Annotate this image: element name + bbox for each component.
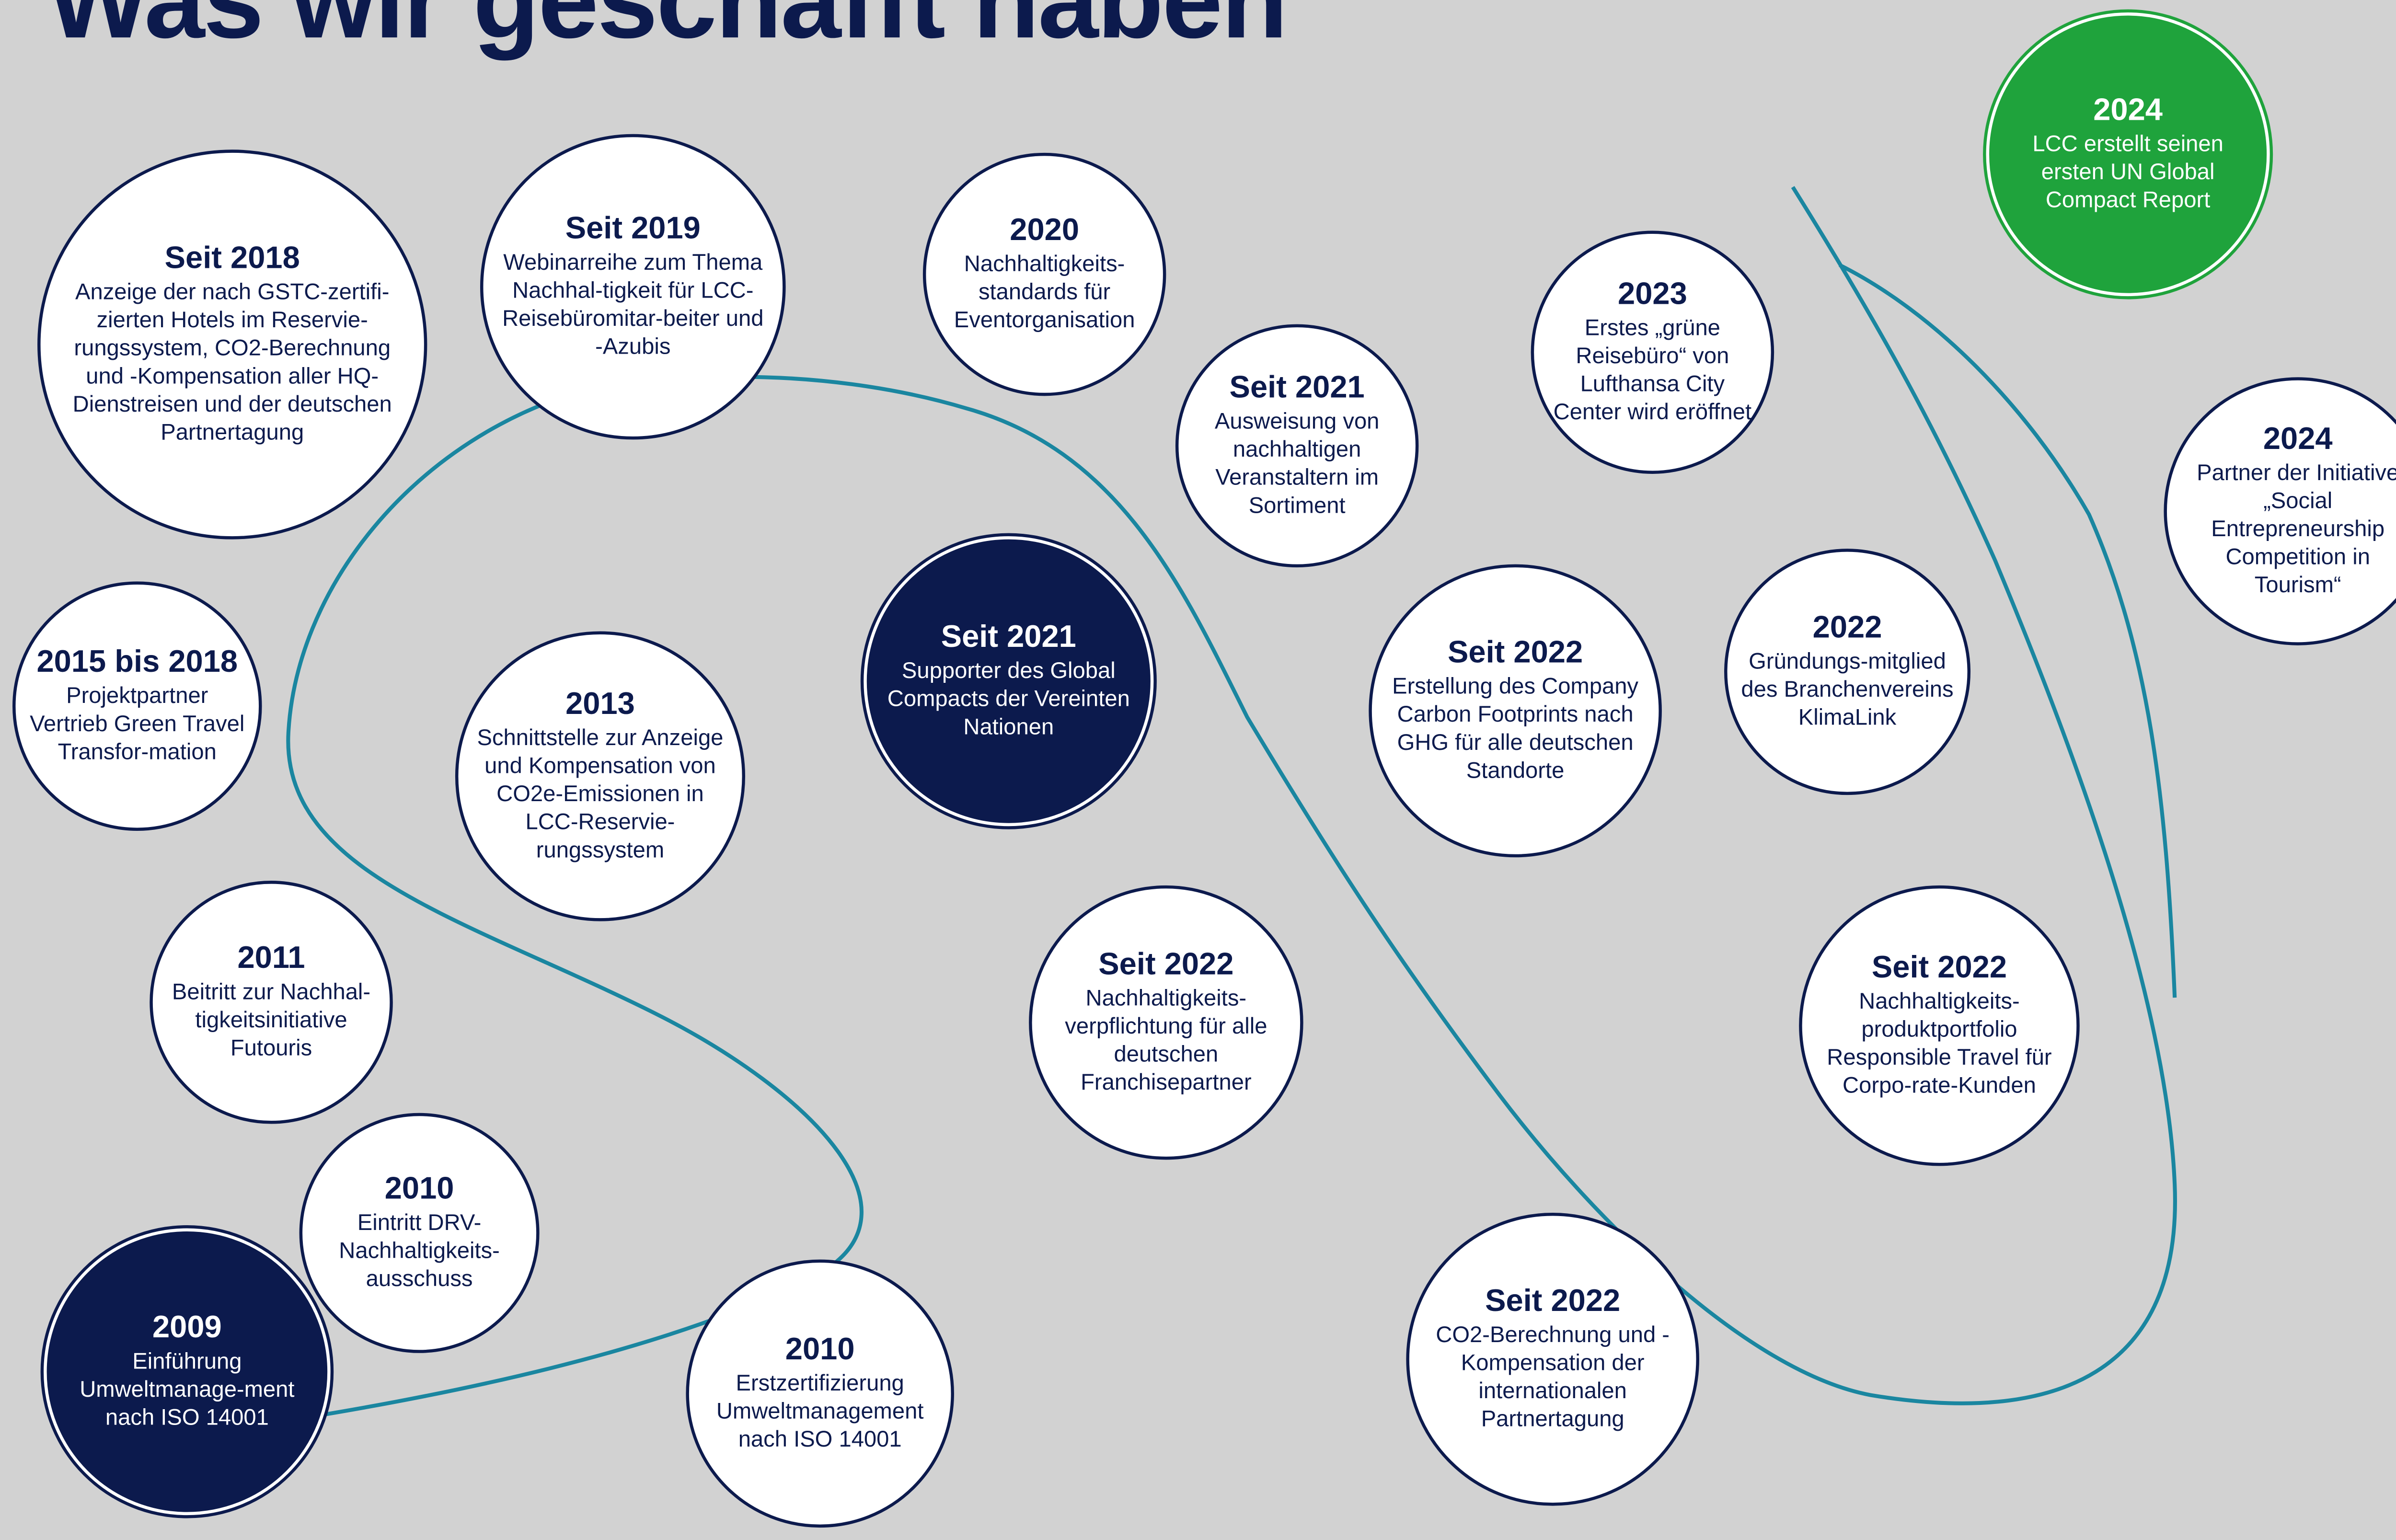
milestone-text: Supporter des Global Compacts der Verein… [887, 658, 1130, 740]
leaf-shape [1981, 735, 2103, 848]
milestone-year: Seit 2021 [1229, 370, 1365, 405]
milestone-year: 2024 [2263, 421, 2333, 456]
leaf-shape [361, 576, 453, 639]
milestone-text: CO2-Berechnung und -Kompensation der int… [1436, 1322, 1670, 1432]
leaf-shape [1574, 1092, 1658, 1169]
milestone-year: Seit 2018 [164, 241, 300, 276]
milestone-text: Projektpartner Vertrieb Green Travel Tra… [30, 683, 245, 765]
milestone-year: Seit 2022 [1098, 947, 1234, 981]
milestone-year: 2010 [785, 1332, 855, 1367]
milestone-year: 2013 [565, 687, 635, 721]
milestone-year: Seit 2022 [1485, 1284, 1621, 1318]
milestone-year: 2009 [152, 1310, 222, 1345]
milestone-year: 2015 bis 2018 [36, 644, 238, 679]
milestone-year: 2024 [2093, 92, 2163, 127]
milestone-text: Erstellung des Company Carbon Footprints… [1392, 674, 1639, 783]
vine-stem-left [280, 186, 2177, 1424]
page-title: Was wir geschafft haben [46, 0, 1288, 61]
milestone-text: Ausweisung von nachhaltigen Veranstalter… [1214, 409, 1380, 518]
milestone-text: Eintritt DRV-Nachhaltigkeits-ausschuss [339, 1210, 500, 1292]
milestone-text: Nachhaltigkeits-verpflichtung für alle d… [1065, 986, 1267, 1095]
milestone-year: Seit 2021 [941, 620, 1076, 654]
milestone-text: Einführung Umweltmanage-ment nach ISO 14… [80, 1349, 295, 1430]
milestone-year: Seit 2022 [1871, 950, 2007, 985]
milestone-year: 2020 [1010, 213, 1080, 247]
milestone-year: 2010 [384, 1171, 454, 1206]
milestone-text: Erstes „grüne Reisebüro“ von Lufthansa C… [1553, 315, 1752, 425]
milestone-year: Seit 2022 [1448, 635, 1583, 670]
milestone-text: Schnittstelle zur Anzeige und Kompensati… [477, 725, 724, 863]
milestone-text: LCC erstellt seinen ersten UN Global Com… [2032, 131, 2223, 213]
milestone-text: Anzeige der nach GSTC-zertifi-zierten Ho… [72, 279, 392, 445]
milestone-text: Erstzertifizierung Umweltmanagement nach… [716, 1371, 924, 1452]
milestone-text: Gründungs-mitglied des Branchenvereins K… [1741, 649, 1954, 731]
milestone-year: Seit 2019 [565, 211, 701, 246]
milestone-year: 2011 [237, 941, 305, 975]
vine-stem-right [1838, 263, 2177, 998]
leaf-shape [2171, 808, 2289, 878]
leaf-shape [1733, 1187, 1839, 1272]
milestone-year: 2023 [1618, 276, 1687, 311]
milestone-text: Partner der Initiative „Social Entrepren… [2197, 460, 2396, 598]
leaf-shape [801, 403, 881, 502]
milestone-text: Webinarreihe zum Thema Nachhal-tigkeit f… [502, 250, 764, 359]
leaf-shape [580, 1030, 663, 1107]
leaf-shape [795, 1057, 867, 1135]
leaf-shape [2221, 1050, 2332, 1116]
milestone-year: 2022 [1812, 610, 1882, 645]
milestone-text: Beitritt zur Nachhal-tigkeitsinitiative … [172, 979, 371, 1061]
leaf-shape [2143, 1293, 2235, 1356]
milestone-text: Nachhaltigkeits-standards für Eventorgan… [954, 252, 1135, 333]
leaf-shape [1395, 1076, 1469, 1200]
leaf-shape [1183, 543, 1255, 609]
milestone-text: Nachhaltigkeits-produktportfolio Respons… [1827, 989, 2052, 1098]
